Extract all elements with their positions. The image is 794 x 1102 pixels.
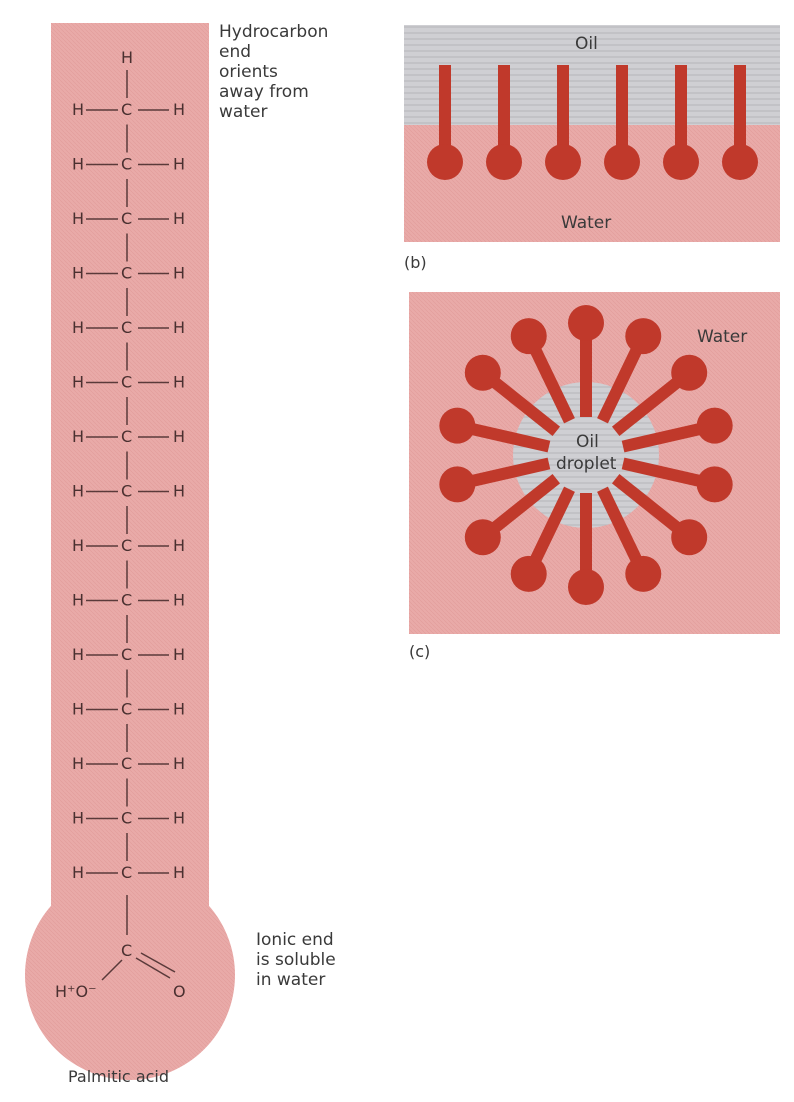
micelle-head: [671, 519, 707, 555]
surfactant-tail: [439, 65, 451, 155]
chain-hydrogen-right: H: [173, 645, 185, 664]
chain-hydrogen-right: H: [173, 809, 185, 828]
micelle-head: [465, 519, 501, 555]
surfactant-head: [722, 144, 758, 180]
micelle-head: [625, 318, 661, 354]
surfactant-head: [486, 144, 522, 180]
surfactant-tail: [616, 65, 628, 155]
hydrocarbon-label-line: Hydrocarbon: [219, 22, 328, 42]
carboxyl-carbon: C: [121, 941, 132, 960]
chain-carbon: C: [121, 209, 132, 228]
chain-carbon: C: [121, 427, 132, 446]
chain-hydrogen-right: H: [173, 591, 185, 610]
chain-hydrogen-left: H: [72, 100, 84, 119]
surfactant-tail: [557, 65, 569, 155]
ionic-label-line: in water: [256, 970, 336, 990]
ionic-label-line: is soluble: [256, 950, 336, 970]
chain-hydrogen-right: H: [173, 700, 185, 719]
hydrocarbon-end-label: Hydrocarbon end orients away from water: [219, 22, 328, 122]
micelle-head: [697, 466, 733, 502]
surfactant-tail: [498, 65, 510, 155]
surfactant-head: [663, 144, 699, 180]
surfactant-head: [427, 144, 463, 180]
chain-hydrogen-left: H: [72, 754, 84, 773]
terminal-hydrogen: H: [121, 48, 133, 67]
chain-hydrogen-right: H: [173, 155, 185, 174]
micelle-head: [439, 408, 475, 444]
water-label-b: Water: [561, 213, 611, 233]
chain-hydrogen-left: H: [72, 373, 84, 392]
surfactant-head: [545, 144, 581, 180]
chain-hydrogen-right: H: [173, 318, 185, 337]
chain-carbon: C: [121, 100, 132, 119]
chain-hydrogen-left: H: [72, 863, 84, 882]
hydrocarbon-label-line: away from: [219, 82, 328, 102]
chain-hydrogen-left: H: [72, 700, 84, 719]
micelle-head: [465, 355, 501, 391]
chain-carbon: C: [121, 318, 132, 337]
ionic-label-line: Ionic end: [256, 930, 336, 950]
chain-carbon: C: [121, 754, 132, 773]
chain-carbon: C: [121, 264, 132, 283]
surfactant-head: [604, 144, 640, 180]
micelle-head: [439, 466, 475, 502]
oil-label: Oil: [575, 34, 598, 54]
chain-carbon: C: [121, 591, 132, 610]
chain-carbon: C: [121, 482, 132, 501]
micelle-head: [697, 408, 733, 444]
micelle-head: [568, 569, 604, 605]
micelle-head: [625, 556, 661, 592]
chain-carbon: C: [121, 536, 132, 555]
chain-hydrogen-right: H: [173, 100, 185, 119]
chain-hydrogen-right: H: [173, 536, 185, 555]
chain-hydrogen-left: H: [72, 809, 84, 828]
micelle-head: [511, 556, 547, 592]
carbonyl-oxygen: O: [173, 982, 186, 1001]
surfactant-tail: [675, 65, 687, 155]
chain-hydrogen-left: H: [72, 264, 84, 283]
palmitic-acid-caption: Palmitic acid: [68, 1067, 169, 1086]
chain-hydrogen-right: H: [173, 373, 185, 392]
chain-hydrogen-left: H: [72, 155, 84, 174]
acid-hydroxyl: H⁺O⁻: [55, 982, 97, 1001]
chain-carbon: C: [121, 700, 132, 719]
chain-hydrogen-left: H: [72, 591, 84, 610]
chain-hydrogen-right: H: [173, 482, 185, 501]
chain-hydrogen-left: H: [72, 536, 84, 555]
caption-b: (b): [404, 253, 427, 272]
water-label-c: Water: [697, 327, 747, 347]
micelle-figure: Water Oil droplet: [409, 292, 780, 634]
chain-carbon: C: [121, 645, 132, 664]
hydrocarbon-label-line: water: [219, 102, 328, 122]
chain-hydrogen-left: H: [72, 318, 84, 337]
chain-hydrogen-right: H: [173, 427, 185, 446]
palmitic-acid-figure: H C H H C H H C H H C H H C H H C H H C H H C H H C H H C H H C H H C H H C H H…: [25, 23, 235, 1080]
chain-hydrogen-right: H: [173, 863, 185, 882]
surfactant-tail: [734, 65, 746, 155]
micelle-head: [511, 318, 547, 354]
chain-carbon: C: [121, 809, 132, 828]
oil-water-interface-figure: Oil Water: [404, 25, 780, 242]
ionic-head: [25, 870, 235, 1080]
hydrocarbon-label-line: end: [219, 42, 328, 62]
micelle-head: [568, 305, 604, 341]
micelle-head: [671, 355, 707, 391]
chain-carbon: C: [121, 863, 132, 882]
chain-hydrogen-right: H: [173, 264, 185, 283]
chain-carbon: C: [121, 155, 132, 174]
chain-hydrogen-right: H: [173, 754, 185, 773]
chain-hydrogen-left: H: [72, 482, 84, 501]
chain-hydrogen-left: H: [72, 427, 84, 446]
droplet-label-line1: Oil: [576, 432, 599, 452]
chain-hydrogen-right: H: [173, 209, 185, 228]
chain-carbon: C: [121, 373, 132, 392]
caption-c: (c): [409, 642, 430, 661]
chain-hydrogen-left: H: [72, 645, 84, 664]
hydrocarbon-label-line: orients: [219, 62, 328, 82]
ionic-end-label: Ionic end is soluble in water: [256, 930, 336, 990]
chain-hydrogen-left: H: [72, 209, 84, 228]
droplet-label-line2: droplet: [556, 454, 617, 474]
